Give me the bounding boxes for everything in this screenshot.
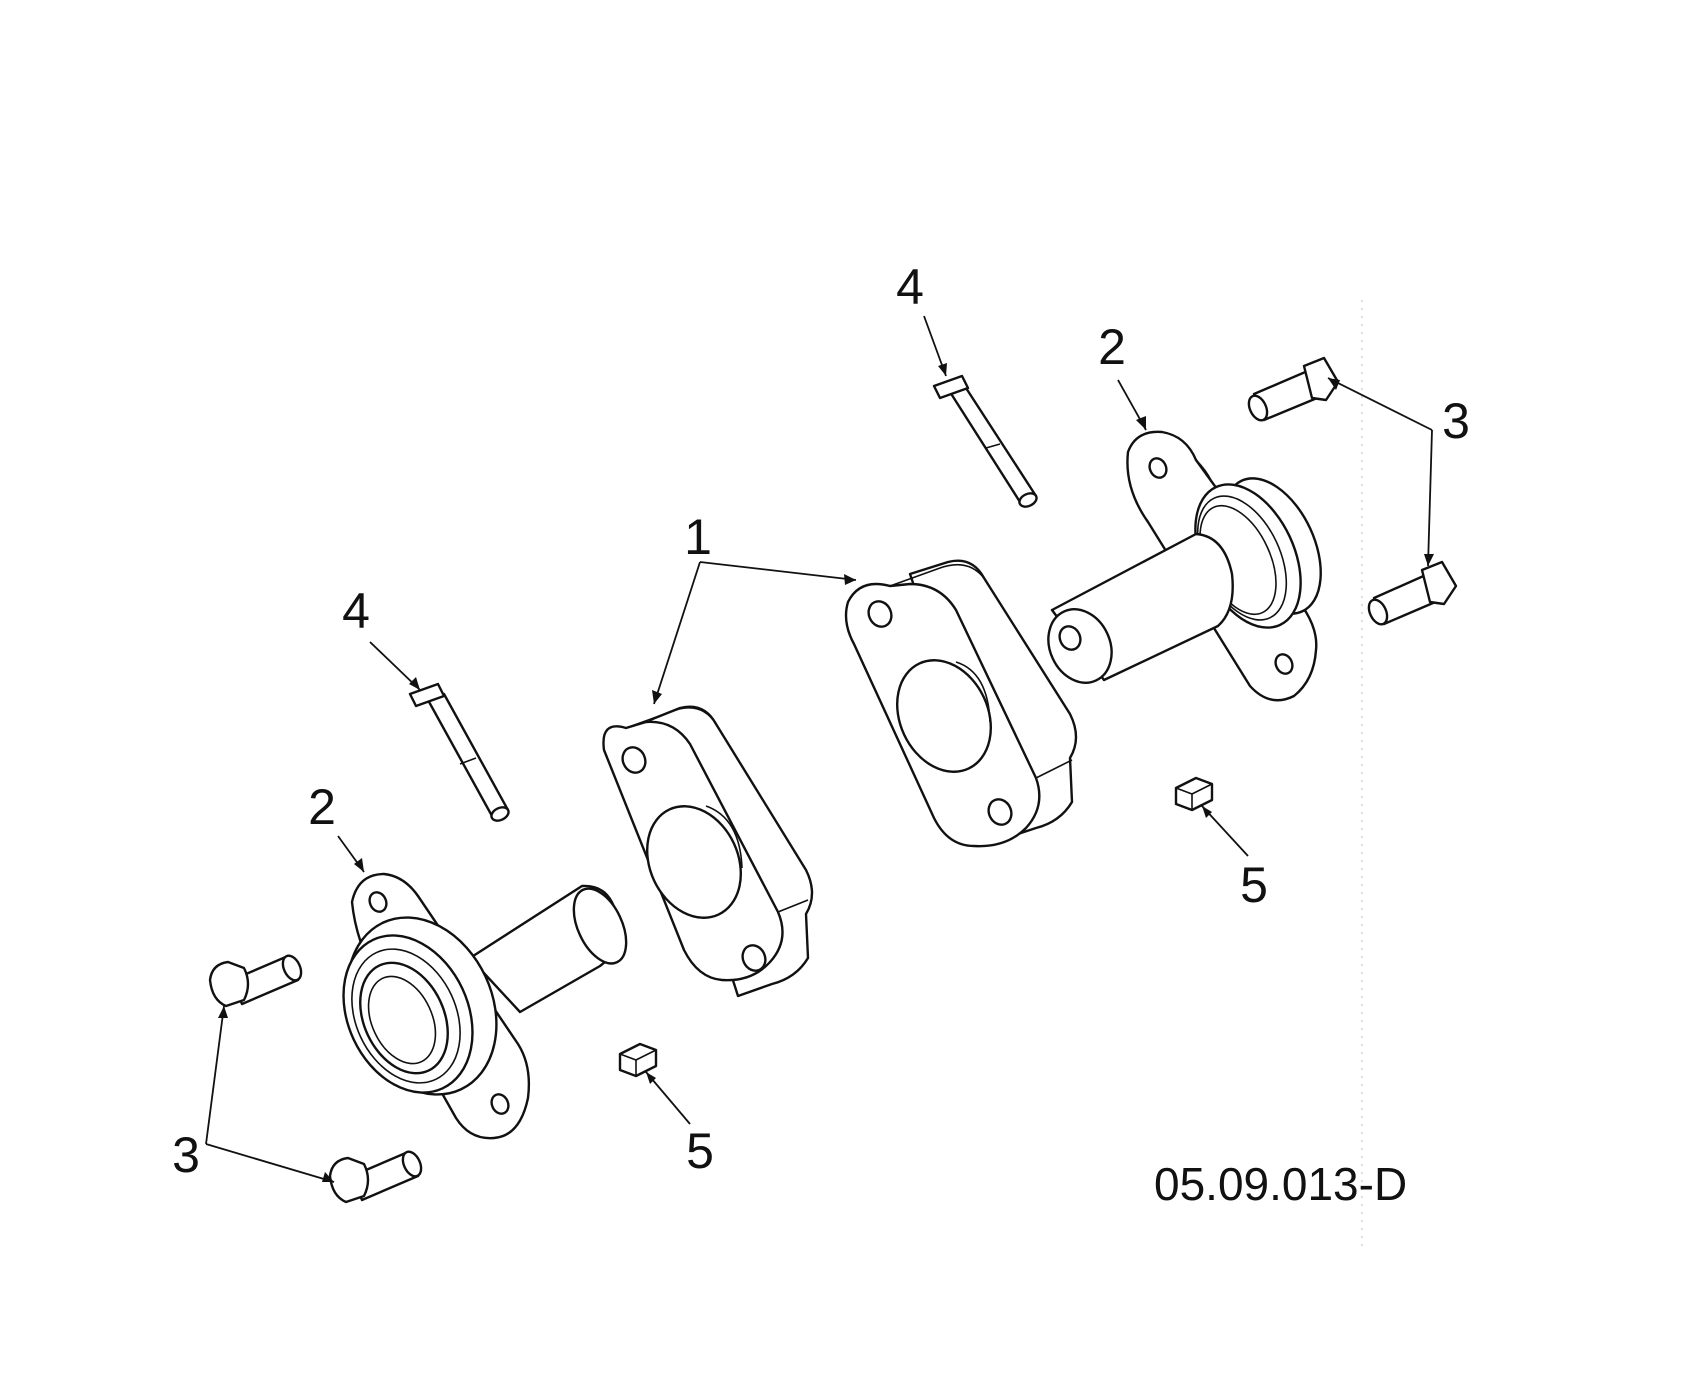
stud-bolt-lower (408, 682, 510, 822)
callout-3-bolts-right: 3 (1442, 393, 1470, 449)
bolt-left-bottom (328, 1150, 423, 1204)
callout-4-stud-lower: 4 (342, 583, 370, 639)
spacer-block-upper (844, 559, 1078, 848)
callout-5-nut-left: 5 (686, 1123, 714, 1179)
nut-left (618, 1042, 658, 1078)
nut-right (1174, 776, 1214, 812)
drawing-code: 05.09.013-D (1154, 1158, 1407, 1210)
bearing-assembly-lower (342, 872, 628, 1140)
bearing-assembly-upper (1047, 430, 1322, 702)
callout-1-spacer: 1 (684, 509, 712, 565)
callout-3-bolts-left: 3 (172, 1127, 200, 1183)
leader-lines (205, 315, 1434, 1183)
callout-2-bearing-upper: 2 (1098, 319, 1126, 375)
callout-5-nut-right: 5 (1240, 857, 1268, 913)
bolt-left-top (208, 954, 303, 1008)
stud-bolt-upper (932, 374, 1038, 508)
callout-4-stud-upper: 4 (896, 259, 924, 315)
bolt-right-bottom (1367, 560, 1458, 626)
bolt-right-top (1247, 356, 1340, 422)
callout-2-bearing-lower: 2 (308, 779, 336, 835)
spacer-block-lower (602, 705, 814, 998)
